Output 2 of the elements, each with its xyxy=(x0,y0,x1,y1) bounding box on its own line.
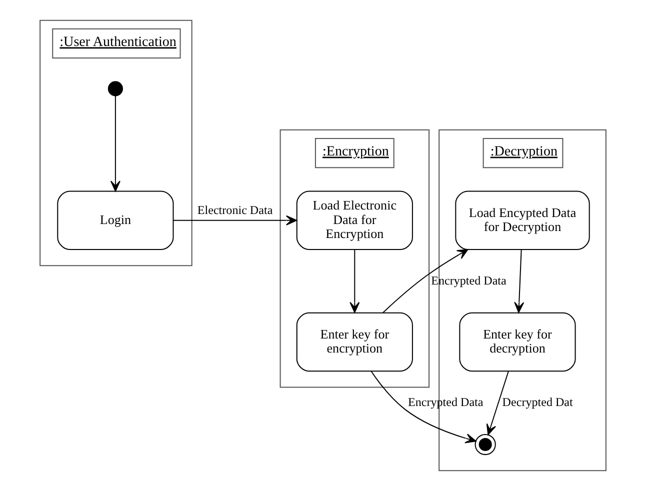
edge-label: Electronic Data xyxy=(196,202,272,217)
edge-label: Decrypted Dat xyxy=(502,394,572,409)
